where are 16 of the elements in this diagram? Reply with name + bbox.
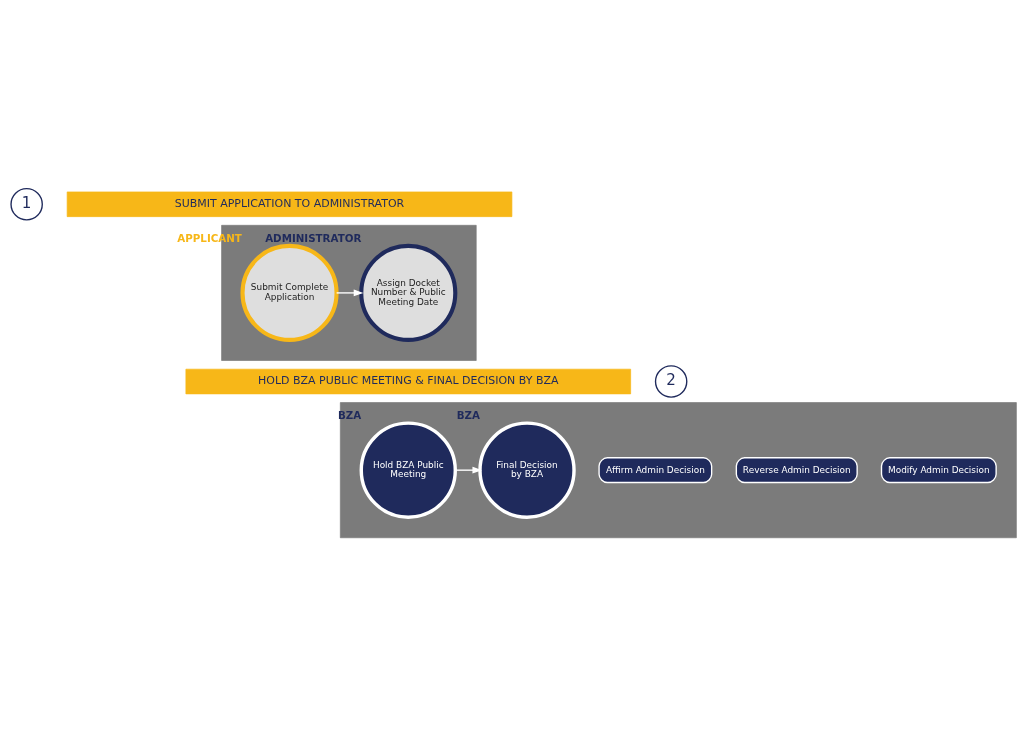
arrow [454, 466, 483, 474]
node-circle: Final Decision by BZA [478, 420, 576, 519]
node-label: ADMINISTRATOR [265, 231, 362, 244]
node-box: SUBMIT APPLICATION TO ADMINISTRATOR [66, 191, 513, 217]
node-circle: Submit Complete Application [240, 243, 339, 342]
node-box: Reverse Admin Decision [735, 456, 858, 483]
arrow [335, 289, 364, 296]
node-circle: 1 [10, 187, 43, 221]
node-box: HOLD BZA PUBLIC MEETING & FINAL DECISION BY BZA [185, 368, 631, 394]
cluster [339, 401, 1017, 538]
node-circle: Hold BZA Public Meeting [359, 420, 457, 519]
node-box: Modify Admin Decision [880, 456, 997, 483]
node-circle: 2 [654, 364, 688, 398]
node-label: BZA [456, 408, 480, 421]
node-circle: Assign Docket Number & Public Meeting Date [359, 243, 458, 342]
node-box: Affirm Admin Decision [598, 456, 713, 483]
